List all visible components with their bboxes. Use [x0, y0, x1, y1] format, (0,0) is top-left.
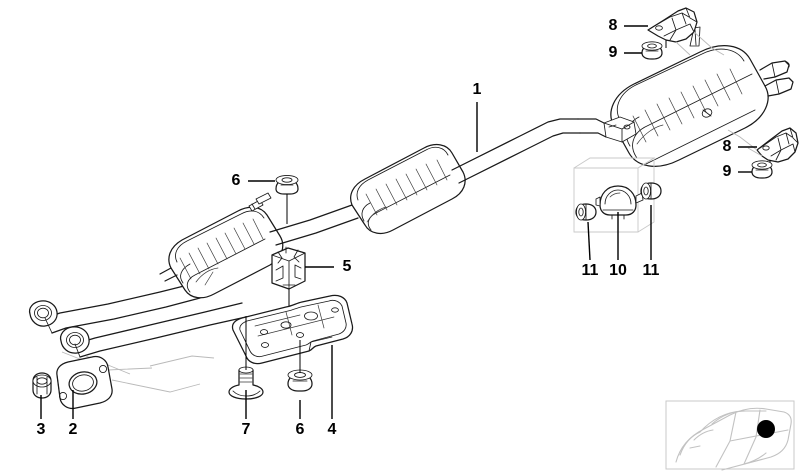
part-3-self-locking-nut	[32, 372, 52, 399]
part-4-mounting-bracket-plate	[231, 294, 354, 365]
callout-label-5: 5	[343, 258, 352, 275]
part-7-hex-flange-bolt	[228, 316, 264, 400]
callout-3: 3	[37, 395, 46, 438]
callout-11-left: 11	[582, 221, 599, 279]
part-6-rubber-grommet-lower	[287, 340, 313, 392]
callout-label-4: 4	[328, 421, 337, 438]
part-5-rubber-mounting-block	[271, 246, 306, 316]
callout-label-6-upper: 6	[232, 172, 241, 189]
callout-label-8-upper: 8	[609, 17, 618, 34]
part-10-vibration-damper	[595, 185, 644, 220]
vehicle-locator-thumbnail	[665, 400, 795, 471]
callout-4: 4	[328, 345, 337, 438]
callout-7: 7	[242, 390, 251, 438]
callout-label-9-upper: 9	[609, 44, 618, 61]
callout-label-11-left: 11	[582, 262, 599, 279]
callout-label-8-lower: 8	[723, 138, 732, 155]
part-8-rear-muffler-hanger-bracket-lower	[756, 127, 799, 166]
callout-9-upper: 9	[609, 44, 642, 61]
part-2-exhaust-flange-gasket	[56, 355, 113, 410]
callout-5: 5	[305, 258, 352, 275]
part-6-rubber-grommet-upper	[275, 174, 299, 224]
rear-muffler	[603, 26, 794, 167]
callout-label-9-lower: 9	[723, 163, 732, 180]
callout-2: 2	[69, 390, 78, 438]
callout-9-lower: 9	[723, 163, 752, 180]
callout-label-7: 7	[242, 421, 251, 438]
rear-bracket-ghost-lines	[675, 31, 763, 157]
part-11-rubber-bushing-left	[575, 203, 597, 221]
center-muffler	[159, 192, 284, 299]
callout-label-11-right: 11	[643, 262, 660, 279]
callout-label-2: 2	[69, 421, 78, 438]
callout-10: 10	[609, 212, 627, 279]
callout-layer: 1 2 3 4 5 6 6 7	[37, 17, 757, 438]
part-9-rubber-grommet-upper-rear	[641, 41, 663, 60]
callout-label-10: 10	[609, 262, 627, 279]
part-11-rubber-bushing-right	[640, 182, 662, 200]
callout-11-right: 11	[643, 205, 660, 279]
callout-6-upper: 6	[232, 172, 275, 189]
callout-label-3: 3	[37, 421, 46, 438]
callout-8-lower: 8	[723, 138, 757, 155]
callout-label-6-lower: 6	[296, 421, 305, 438]
callout-label-1: 1	[473, 81, 482, 98]
callout-6-lower: 6	[296, 400, 305, 438]
callout-8-upper: 8	[609, 17, 648, 34]
part-9-rubber-grommet-lower-rear	[751, 160, 773, 179]
front-twin-downpipes	[28, 282, 247, 358]
part-8-rear-muffler-hanger-bracket-upper	[647, 7, 698, 48]
vehicle-outline-icon	[675, 407, 792, 471]
callout-1: 1	[473, 81, 482, 152]
part-1-center-exhaust-pipe-with-resonator	[269, 118, 607, 246]
